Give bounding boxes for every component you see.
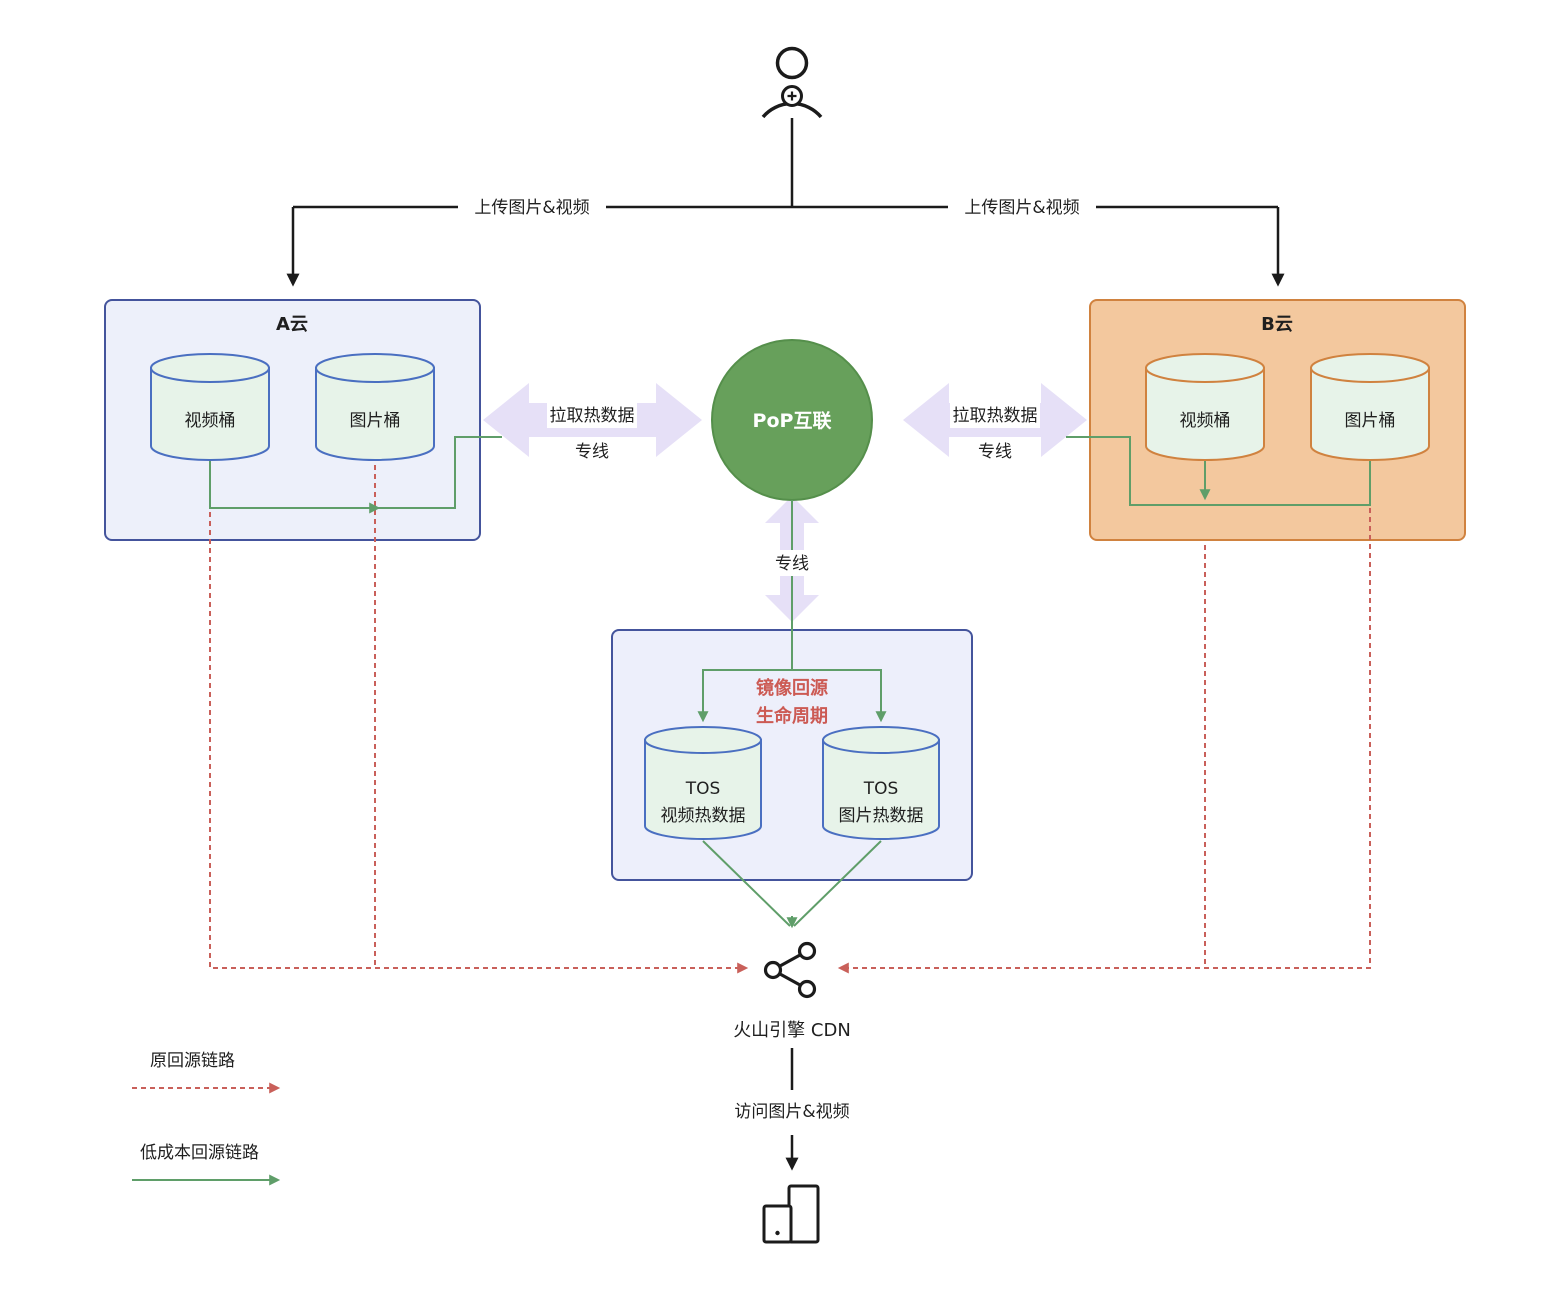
legend-original-label: 原回源链路 (150, 1051, 235, 1071)
pull-right-label-line1: 拉取热数据 (953, 406, 1038, 426)
pop-label: PoP互联 (753, 410, 832, 432)
route-b-image-to-cdn (837, 508, 1371, 974)
edge-label-pull-right: 拉取热数据 专线 (950, 402, 1040, 464)
route-tos-branch-right (792, 669, 887, 723)
devices-icon (762, 1184, 820, 1244)
share-node-left (763, 960, 783, 980)
cloud-b-title: B云 (1261, 314, 1293, 335)
label-bg (950, 402, 1040, 428)
share-links (779, 953, 801, 987)
cdn-label: 火山引擎 CDN (733, 1020, 851, 1041)
person-head (775, 46, 809, 80)
person-plus-icon (761, 46, 823, 119)
label-bg (948, 192, 1096, 222)
tos-note-line1: 镜像回源 (756, 677, 828, 699)
tos-image-line1: TOS (863, 779, 899, 799)
bucket-image-b: 图片桶 (1310, 353, 1430, 461)
share-network-icon (763, 941, 817, 999)
cloud-a-title: A云 (276, 314, 308, 335)
route-tosimage-to-cdn (793, 840, 882, 927)
bucket-body (822, 739, 940, 840)
bucket-video-a-label: 视频桶 (185, 411, 236, 431)
bucket-top (822, 726, 940, 754)
edge-label-pop-tos: 专线 (770, 550, 814, 576)
legend: 原回源链路 低成本回源链路 (132, 1051, 281, 1186)
bucket-video-a: 视频桶 (150, 353, 270, 461)
bucket-top (1310, 353, 1430, 383)
bucket-top (150, 353, 270, 383)
bucket-body (1310, 367, 1430, 461)
bucket-image-b-label: 图片桶 (1345, 411, 1396, 431)
bucket-video-b-label: 视频桶 (1180, 411, 1231, 431)
edge-upload (286, 118, 1285, 287)
route-tosvideo-to-cdn (702, 840, 791, 927)
label-bg (770, 550, 814, 576)
label-bg (458, 192, 606, 222)
label-bg (570, 438, 614, 464)
edge-label-pull-left: 拉取热数据 专线 (547, 402, 637, 464)
tos-note-line2: 生命周期 (756, 705, 828, 727)
access-label: 访问图片&视频 (734, 1102, 849, 1122)
bucket-body (1145, 367, 1265, 461)
tablet-shape (787, 1184, 820, 1244)
route-tos-branch-left (697, 669, 792, 723)
bucket-top (315, 353, 435, 383)
pop-tos-label: 专线 (775, 554, 809, 574)
bucket-tos-video: TOS 视频热数据 (644, 726, 762, 840)
pull-left-label-line1: 拉取热数据 (550, 406, 635, 426)
label-bg (547, 402, 637, 428)
bucket-body (315, 367, 435, 461)
upload-left-label: 上传图片&视频 (474, 198, 589, 218)
edge-label-upload-left: 上传图片&视频 (458, 192, 606, 222)
original-route-paths (209, 465, 1371, 974)
share-node-top (797, 941, 817, 961)
route-a-video-to-cdn (209, 512, 749, 974)
label-bg (973, 438, 1017, 464)
bucket-top (1145, 353, 1265, 383)
bucket-body (644, 739, 762, 840)
bucket-image-a-label: 图片桶 (350, 411, 401, 431)
tos-video-line2: 视频热数据 (661, 806, 746, 826)
low-cost-route-paths (209, 436, 1371, 929)
phone-shape (762, 1204, 793, 1244)
pull-left-label-line2: 专线 (575, 442, 609, 462)
edge-label-upload-right: 上传图片&视频 (948, 192, 1096, 222)
route-a-video-junction (209, 460, 381, 514)
person-plus-sign (787, 91, 797, 101)
bucket-top (644, 726, 762, 754)
upload-right-label: 上传图片&视频 (964, 198, 1079, 218)
pull-right-label-line2: 专线 (978, 442, 1012, 462)
bucket-image-a: 图片桶 (315, 353, 435, 461)
route-b-to-pop (1066, 436, 1371, 506)
share-node-bottom (797, 979, 817, 999)
phone-dot (775, 1230, 780, 1236)
bucket-body (150, 367, 270, 461)
bucket-video-b: 视频桶 (1145, 353, 1265, 461)
route-a-to-pop (378, 436, 502, 509)
legend-lowcost-label: 低成本回源链路 (140, 1143, 259, 1163)
bucket-tos-image: TOS 图片热数据 (822, 726, 940, 840)
tos-video-line1: TOS (685, 779, 721, 799)
tos-image-line2: 图片热数据 (839, 806, 924, 826)
